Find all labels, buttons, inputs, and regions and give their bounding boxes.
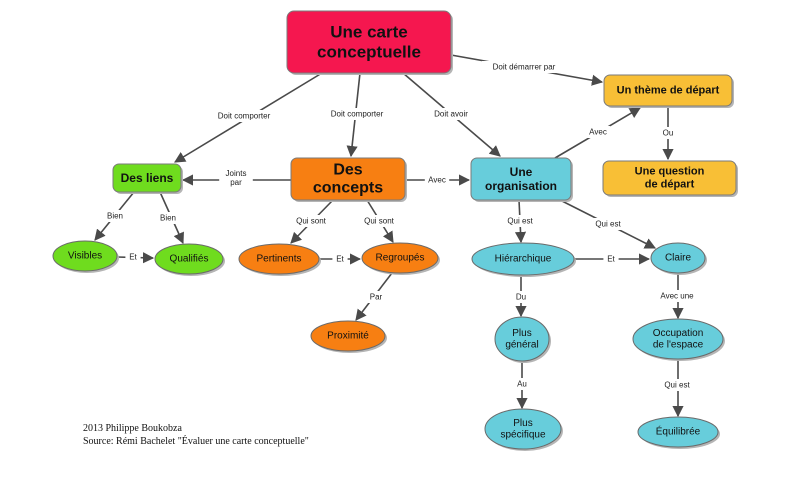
node-label: Plus xyxy=(513,418,532,429)
edge-hierarchique-plus-general: Du xyxy=(513,275,529,318)
node-label: organisation xyxy=(485,179,557,193)
edge-label: Qui est xyxy=(507,217,533,226)
edge-label: Bien xyxy=(107,212,123,221)
credit-source: Source: Rémi Bachelet "Évaluer une carte… xyxy=(83,436,309,447)
edge-label: Avec xyxy=(589,128,607,137)
edge-occupation-equilibree: Qui est xyxy=(657,359,697,418)
node-label: Regroupés xyxy=(376,253,425,264)
edge-label: Doit comporter xyxy=(331,110,384,119)
edge-label: Et xyxy=(129,253,137,262)
edge-plus-general-plus-specifique: Au xyxy=(514,361,530,410)
edge-label: Avec une xyxy=(660,292,694,301)
node-label: Un thème de départ xyxy=(617,85,720,97)
credit-author: 2013 Philippe Boukobza xyxy=(83,423,182,434)
node-claire: Claire xyxy=(650,242,707,275)
edge-main-concepts: Doit comporter xyxy=(321,72,393,158)
edge-label: Doit comporter xyxy=(218,112,271,121)
node-label: Plus xyxy=(512,328,531,339)
node-label: concepts xyxy=(313,180,383,197)
node-label: de l'espace xyxy=(653,339,704,350)
edge-concepts-pertinents: Qui sont xyxy=(289,199,334,244)
edge-label: Doit avoir xyxy=(434,110,468,119)
edge-main-organisation: Doit avoir xyxy=(402,72,501,157)
edge-label: Du xyxy=(516,293,526,302)
node-pertinents: Pertinents xyxy=(238,243,321,276)
edge-organisation-claire: Qui est xyxy=(559,199,656,249)
edge-label: par xyxy=(230,178,242,187)
edge-label: Qui sont xyxy=(296,217,327,226)
edge-liens-qualifies: Bien xyxy=(155,191,184,245)
edge-label: Qui est xyxy=(595,220,621,229)
edge-claire-occupation: Avec une xyxy=(655,273,699,320)
edge-main-theme: Doit démarrer par xyxy=(450,54,604,86)
node-regroupes: Regroupés xyxy=(361,242,440,275)
edge-label: Au xyxy=(517,380,527,389)
node-label: Équilibrée xyxy=(656,425,701,438)
edge-regroupes-proximite: Par xyxy=(355,272,393,321)
edge-theme-question: Ou xyxy=(660,106,676,161)
node-qualifies: Qualifiés xyxy=(154,243,225,276)
edge-organisation-theme: Avec xyxy=(554,107,641,159)
edge-label: Et xyxy=(607,255,615,264)
node-label: Une xyxy=(510,165,533,179)
node-label: de départ xyxy=(645,178,695,190)
node-label: Proximité xyxy=(327,331,369,342)
edge-hierarchique-claire: Et xyxy=(574,253,651,265)
edge-label: Par xyxy=(370,293,383,302)
edge-concepts-organisation: Avec xyxy=(405,174,471,186)
node-des-liens: Des liens xyxy=(112,163,183,194)
edge-label: Qui est xyxy=(664,381,690,390)
edge-label: Et xyxy=(336,255,344,264)
node-label: spécifique xyxy=(500,429,545,440)
node-label: général xyxy=(505,339,538,350)
edge-main-liens: Doit comporter xyxy=(174,72,323,163)
edge-liens-visibles: Bien xyxy=(94,191,135,241)
node-label: Des liens xyxy=(121,171,174,185)
edge-organisation-hierarchique: Qui est xyxy=(500,199,540,244)
node-label: conceptuelle xyxy=(317,42,421,61)
node-label: Qualifiés xyxy=(170,254,209,265)
node-hierarchique: Hiérarchique xyxy=(471,242,576,277)
node-des-concepts: Des concepts xyxy=(290,157,407,202)
node-un-theme-de-depart: Un thème de départ xyxy=(603,74,734,108)
node-label: Occupation xyxy=(653,328,704,339)
edge-visibles-qualifies: Et xyxy=(116,251,155,264)
edge-label: Doit démarrer par xyxy=(493,63,556,72)
node-label: Une question xyxy=(635,166,705,178)
node-label: Claire xyxy=(665,253,692,264)
node-proximite: Proximité xyxy=(310,320,387,353)
edge-label: Bien xyxy=(160,214,176,223)
node-label: Visibles xyxy=(68,251,102,262)
edge-label: Qui sont xyxy=(364,217,395,226)
node-equilibree: Équilibrée xyxy=(637,416,720,449)
node-label: Pertinents xyxy=(256,254,301,265)
edge-pertinents-regroupes: Et xyxy=(319,253,362,265)
node-visibles: Visibles xyxy=(52,240,119,273)
edge-label: Avec xyxy=(428,176,446,185)
node-label: Hiérarchique xyxy=(495,254,552,265)
edge-label: Ou xyxy=(663,129,674,138)
node-label: Une carte xyxy=(330,23,407,42)
edge-concepts-regroupes: Qui sont xyxy=(357,199,401,243)
edge-label: Joints xyxy=(226,169,247,178)
node-label: Des xyxy=(333,161,362,178)
